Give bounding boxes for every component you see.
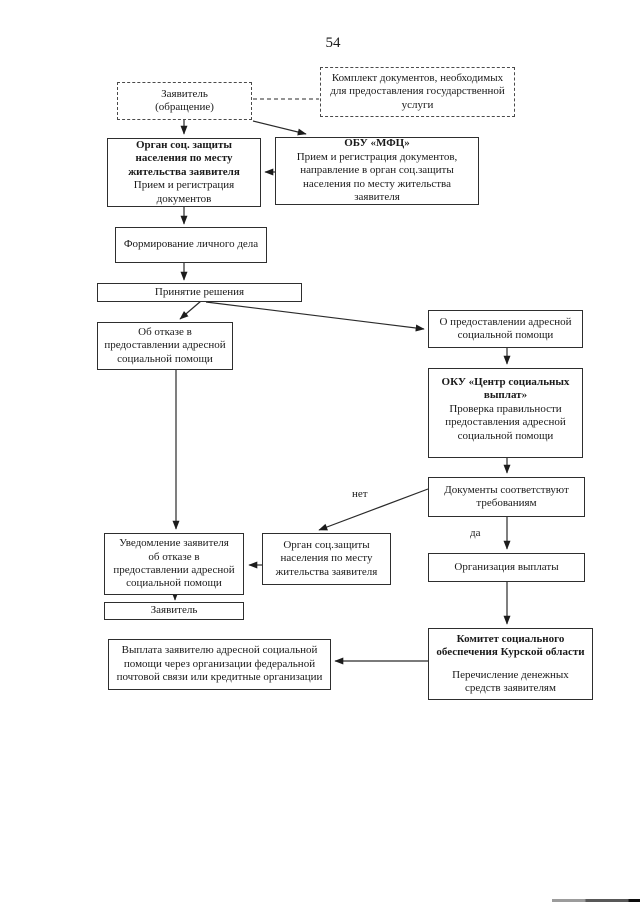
- scan-artifact-bar: [552, 899, 640, 902]
- box-social-protection-body: Прием и регистрация документов: [133, 179, 235, 205]
- box-payout: Выплата заявителю адресной социальной по…: [108, 639, 331, 690]
- box-payments-center-body: Проверка правильности предоставления адр…: [445, 402, 566, 442]
- box-docs-package: Комплект документов, необходимых для пре…: [320, 67, 515, 117]
- branch-label-yes: да: [470, 527, 481, 539]
- box-mfc-body: Прием и регистрация документов, направле…: [296, 150, 458, 204]
- box-provision: О предоставлении адресной социальной пом…: [428, 310, 583, 348]
- box-notification: Уведомление заявителя об отказе в предос…: [104, 533, 244, 595]
- arrow-decision-to-provision: [205, 301, 425, 332]
- box-decision: Принятие решения: [97, 283, 302, 302]
- box-docs-comply: Документы соответствуют требованиям: [428, 477, 585, 517]
- box-decision-label: Принятие решения: [154, 285, 245, 298]
- box-docs-package-label: Комплект документов, необходимых для пре…: [330, 71, 505, 111]
- box-docs-comply-label: Документы соответствуют требованиям: [444, 483, 569, 509]
- box-applicant-2: Заявитель: [104, 602, 244, 620]
- branch-label-no: нет: [352, 488, 368, 500]
- box-committee-body: Перечисление денежных средств заявителям: [452, 668, 569, 694]
- box-refusal-label: Об отказе в предоставлении адресной соци…: [104, 325, 226, 365]
- box-personal-file-label: Формирование личного дела: [123, 238, 259, 251]
- box-applicant-2-label: Заявитель: [150, 604, 198, 617]
- box-provision-label: О предоставлении адресной социальной пом…: [439, 315, 572, 341]
- box-personal-file: Формирование личного дела: [115, 227, 267, 263]
- box-social-protection-2-label: Орган соц.защиты населения по месту жите…: [275, 538, 378, 578]
- box-social-protection-title: Орган соц. защиты населения по месту жит…: [128, 138, 240, 178]
- page-number: 54: [325, 35, 341, 51]
- box-payments-center: ОКУ «Центр социальных выплат» Проверка п…: [428, 368, 583, 458]
- box-social-protection: Орган соц. защиты населения по месту жит…: [107, 138, 261, 207]
- box-applicant: Заявитель (обращение): [117, 82, 252, 120]
- box-refusal: Об отказе в предоставлении адресной соци…: [97, 322, 233, 370]
- arrow-decision-to-refusal: [179, 300, 202, 320]
- box-mfc: ОБУ «МФЦ» Прием и регистрация документов…: [275, 137, 479, 205]
- box-applicant-label: Заявитель (обращение): [155, 87, 214, 113]
- box-social-protection-2: Орган соц.защиты населения по месту жите…: [262, 533, 391, 585]
- box-payment-setup: Организация выплаты: [428, 553, 585, 582]
- box-committee: Комитет социального обеспечения Курской …: [428, 628, 593, 700]
- box-payment-setup-label: Организация выплаты: [454, 560, 559, 573]
- box-committee-title: Комитет социального обеспечения Курской …: [436, 632, 585, 659]
- box-payout-label: Выплата заявителю адресной социальной по…: [116, 644, 323, 684]
- arrow-no-branch: [318, 488, 429, 531]
- box-notification-label: Уведомление заявителя об отказе в предос…: [113, 537, 235, 590]
- box-payments-center-title: ОКУ «Центр социальных выплат»: [441, 376, 570, 402]
- box-mfc-title: ОБУ «МФЦ»: [344, 137, 410, 150]
- arrow-applicant-to-mfc: [252, 120, 307, 136]
